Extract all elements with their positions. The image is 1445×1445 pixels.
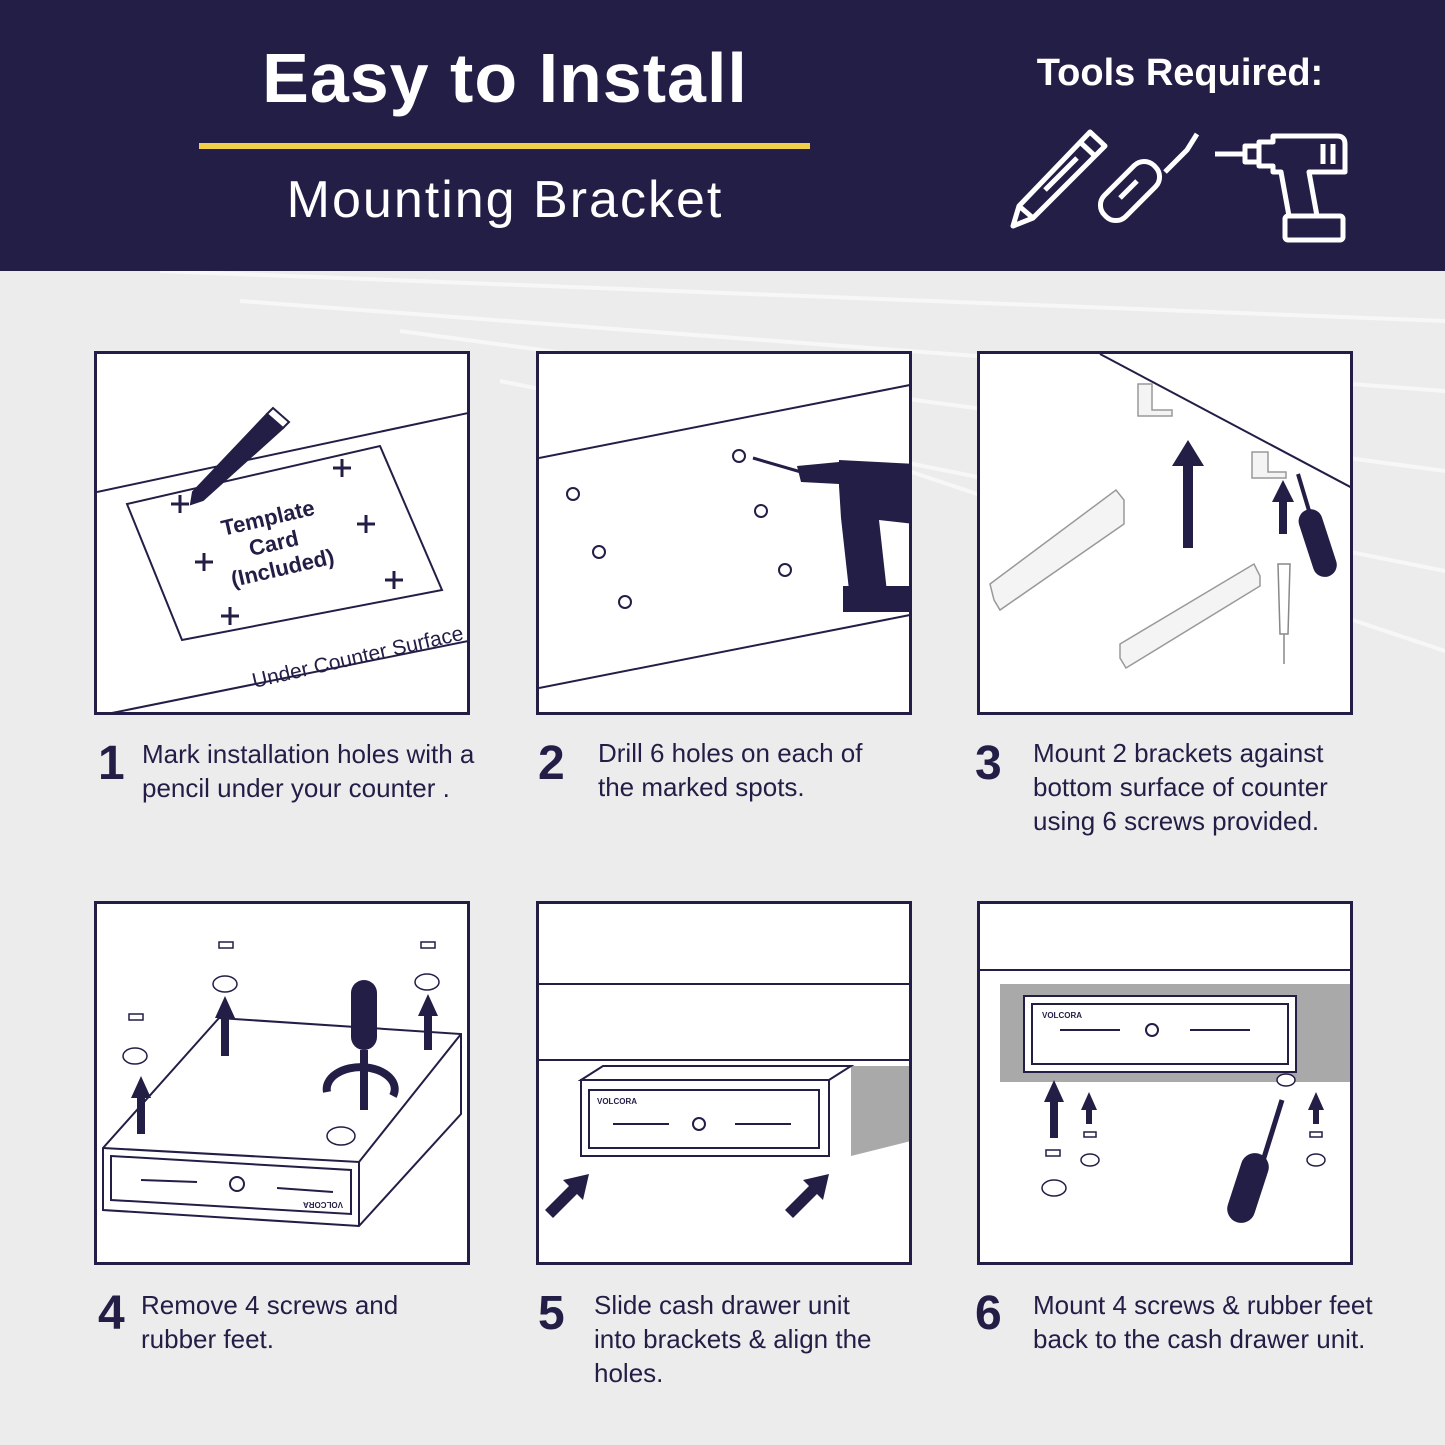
step-4-text: Remove 4 screws and rubber feet. xyxy=(141,1290,399,1354)
mounting-bracket xyxy=(989,488,1125,612)
up-arrows xyxy=(1044,1080,1324,1138)
surface-label: Under Counter Surface xyxy=(250,622,466,693)
rubber-feet xyxy=(122,973,440,1146)
step-3-illustration xyxy=(977,351,1353,715)
step-5-text: Slide cash drawer unit into brackets & a… xyxy=(594,1290,872,1388)
page-title: Easy to Install xyxy=(262,39,748,117)
step-1-illustration: Template Card (Included) Under Counter S… xyxy=(94,351,470,715)
up-arrows xyxy=(131,994,438,1134)
screw-icon xyxy=(1045,1131,1323,1157)
drill-holes xyxy=(566,449,792,609)
step-3-number: 3 xyxy=(975,737,1002,790)
bracket-side xyxy=(851,1066,909,1156)
tools-required-label: Tools Required: xyxy=(1036,52,1324,94)
step-1-number: 1 xyxy=(98,737,125,790)
screwdriver-icon xyxy=(322,980,399,1110)
power-drill-icon xyxy=(752,456,909,612)
step-3-text: Mount 2 brackets against bottom surface … xyxy=(1033,738,1328,836)
drawer-brand-label: VOLCORA xyxy=(303,1200,343,1209)
screwdriver-icon xyxy=(1097,132,1200,224)
step-6-number: 6 xyxy=(975,1287,1002,1340)
header-banner: Easy to Install Mounting Bracket Tools R… xyxy=(0,0,1445,271)
page-subtitle: Mounting Bracket xyxy=(286,171,724,229)
up-arrows xyxy=(1172,440,1294,548)
step-5-number: 5 xyxy=(538,1287,565,1340)
cash-drawer: VOLCORA xyxy=(577,1065,855,1157)
step-6-illustration: VOLCORA xyxy=(977,901,1353,1265)
step-2-number: 2 xyxy=(538,737,565,790)
step-4-illustration: VOLCORA xyxy=(94,901,470,1265)
screwdriver-icon xyxy=(1227,1099,1285,1223)
power-drill-icon xyxy=(1215,133,1348,243)
screw-icon xyxy=(1277,563,1291,664)
tools-icons xyxy=(1010,129,1348,243)
step-2-illustration xyxy=(536,351,912,715)
cash-drawer: VOLCORA xyxy=(1023,995,1297,1073)
mounting-bracket xyxy=(1119,562,1261,670)
step-4-number: 4 xyxy=(98,1287,125,1340)
title-underline xyxy=(199,143,810,149)
screwdriver-icon xyxy=(1296,473,1337,577)
rubber-feet xyxy=(1041,1073,1326,1197)
pencil-icon xyxy=(1010,129,1108,229)
drawer-brand-label: VOLCORA xyxy=(1042,1011,1082,1020)
step-2-text: Drill 6 holes on each of the marked spot… xyxy=(598,738,863,802)
step-5-illustration: VOLCORA xyxy=(536,901,912,1265)
cash-drawer: VOLCORA xyxy=(102,1016,462,1228)
step-6-text: Mount 4 screws & rubber feet back to the… xyxy=(1033,1290,1373,1354)
screw-icon xyxy=(128,941,436,1021)
step-1-text: Mark installation holes with a pencil un… xyxy=(142,739,475,803)
diagonal-arrows xyxy=(545,1174,829,1218)
pencil-icon xyxy=(189,406,291,506)
drawer-brand-label: VOLCORA xyxy=(597,1097,637,1106)
